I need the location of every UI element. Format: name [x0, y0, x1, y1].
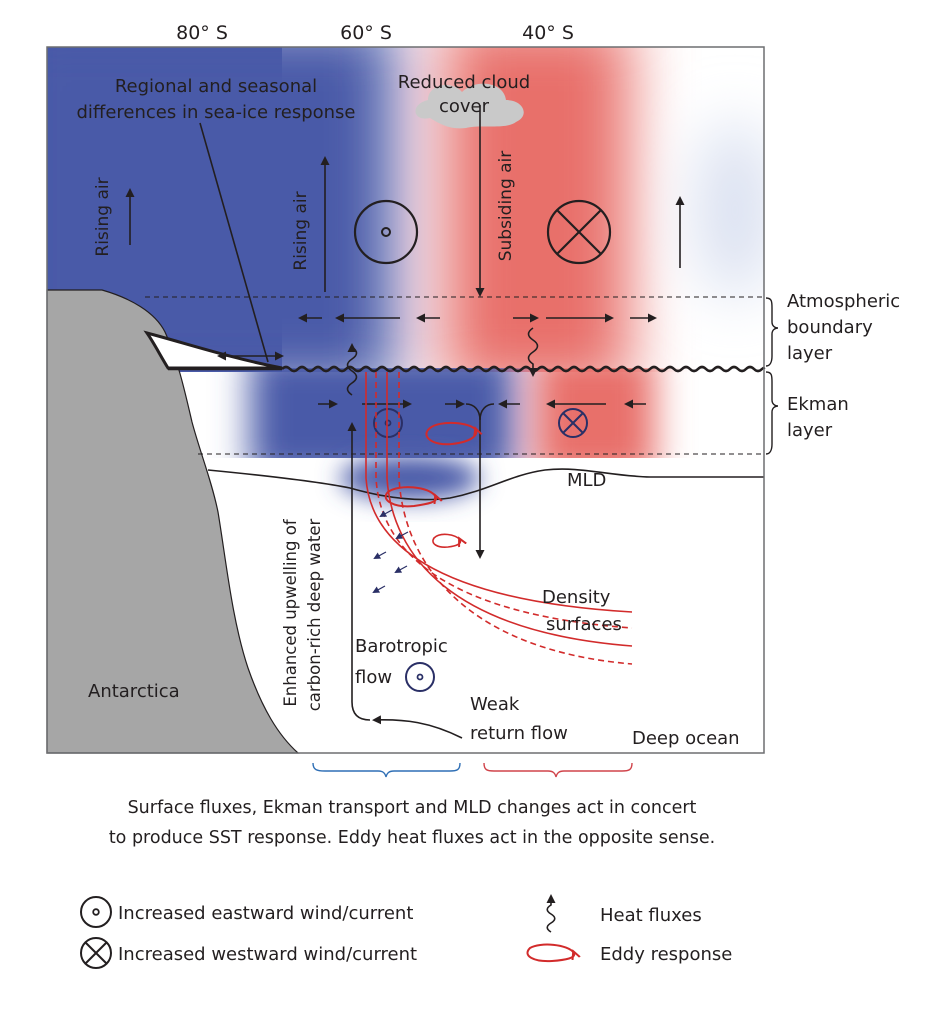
caption-line-2: to produce SST response. Eddy heat fluxe… — [109, 828, 715, 848]
legend-eddy-label: Eddy response — [600, 944, 732, 965]
barotropic-label-line-2: flow — [355, 667, 392, 688]
heat-flux-squiggle-icon — [346, 343, 358, 396]
upwelling-label-line-1: Enhanced upwelling of — [281, 518, 300, 706]
density-label-line-2: surfaces — [546, 614, 622, 635]
eastward-wind-symbol-icon — [353, 199, 419, 265]
legend-heat-flux-label: Heat fluxes — [600, 905, 702, 926]
density-surface-solid — [386, 372, 633, 647]
ekman-westward-current-icon — [558, 408, 588, 438]
density-surfaces — [365, 372, 633, 665]
sea-ice-label-line-2: differences in sea-ice response — [76, 102, 355, 123]
eddy-flux-arrow — [372, 585, 386, 593]
legend-eastward-label: Increased eastward wind/current — [118, 903, 413, 924]
ekman-eastward-current-icon — [373, 408, 403, 438]
density-label-line-1: Density — [542, 587, 611, 608]
upwelling-flow-arrow — [347, 422, 371, 721]
latitude-label-40s: 40° S — [522, 22, 574, 44]
sea-ice-pointer-line — [199, 122, 269, 363]
ekman-anomaly-field — [250, 368, 655, 458]
warm-region-brace — [483, 762, 633, 778]
caption-line-1: Surface fluxes, Ekman transport and MLD … — [128, 798, 697, 818]
sea-ice-label-line-1: Regional and seasonal — [115, 76, 317, 97]
ekman-brace — [765, 371, 779, 455]
barotropic-flow-icon — [405, 662, 435, 692]
atmosphere-anomaly-field — [47, 47, 764, 372]
legend-westward-icon — [80, 937, 112, 969]
atmosphere-pale-blue-patch — [697, 120, 764, 300]
rising-air-label-left: Rising air — [93, 177, 113, 256]
return-flow-label-line-2: return flow — [470, 723, 568, 744]
antarctica-label: Antarctica — [88, 681, 180, 702]
eddy-flux-arrow — [395, 531, 409, 539]
abl-label-line-1: Atmospheric — [787, 291, 900, 312]
upwelling-label-line-2: carbon-rich deep water — [305, 518, 324, 711]
mld-curve — [207, 468, 764, 501]
cold-region-brace — [312, 762, 461, 778]
return-flow-label-line-1: Weak — [470, 694, 520, 715]
ekman-cold-anomaly — [250, 368, 515, 458]
subsiding-air-label: Subsiding air — [496, 151, 516, 262]
ekman-label-line-2: layer — [787, 420, 833, 441]
legend-westward-label: Increased westward wind/current — [118, 944, 417, 965]
latitude-label-80s: 80° S — [176, 22, 228, 44]
density-surface-dashed — [375, 372, 633, 629]
westward-wind-symbol-icon — [546, 199, 612, 265]
eddy-flux-arrow — [373, 551, 387, 559]
abl-label-line-3: layer — [787, 343, 833, 364]
legend-eastward-icon — [80, 896, 112, 928]
heat-flux-squiggle-icon — [527, 327, 539, 377]
cloud-label-line-1: Reduced cloud — [398, 72, 530, 93]
cloud-label-line-2: cover — [439, 96, 490, 117]
eddy-flux-arrows — [372, 509, 409, 593]
sea-ice-wedge — [143, 330, 283, 370]
diagram-frame-border — [46, 46, 765, 754]
abl-label-line-2: boundary — [787, 317, 873, 338]
ekman-label-line-1: Ekman — [787, 394, 849, 415]
eddy-response-icon — [432, 533, 460, 548]
density-surface-dashed — [398, 372, 633, 665]
reduced-cloud-shape — [415, 83, 524, 129]
latitude-label-60s: 60° S — [340, 22, 392, 44]
rising-air-label-mid: Rising air — [291, 191, 311, 270]
mixed-layer-cold-bulge — [340, 456, 480, 500]
return-flow-arrow — [372, 715, 463, 739]
abl-brace — [765, 297, 779, 367]
sea-surface-wavy-line — [281, 365, 766, 373]
eddy-response-icon — [384, 486, 437, 508]
deep-ocean-label: Deep ocean — [632, 728, 740, 749]
mld-bulge-shading — [340, 456, 480, 500]
barotropic-label-line-1: Barotropic — [355, 636, 448, 657]
legend-heat-flux-icon — [546, 894, 556, 933]
ekman-warm-anomaly — [535, 368, 655, 458]
eddy-response-icon — [425, 422, 476, 446]
mld-label: MLD — [567, 470, 606, 491]
legend: Increased eastward wind/current Increase… — [80, 894, 732, 969]
eddy-flux-arrow — [379, 509, 393, 517]
eddy-flux-arrow — [394, 565, 408, 573]
antarctica-landmass — [46, 289, 300, 754]
legend-eddy-icon — [526, 943, 574, 963]
